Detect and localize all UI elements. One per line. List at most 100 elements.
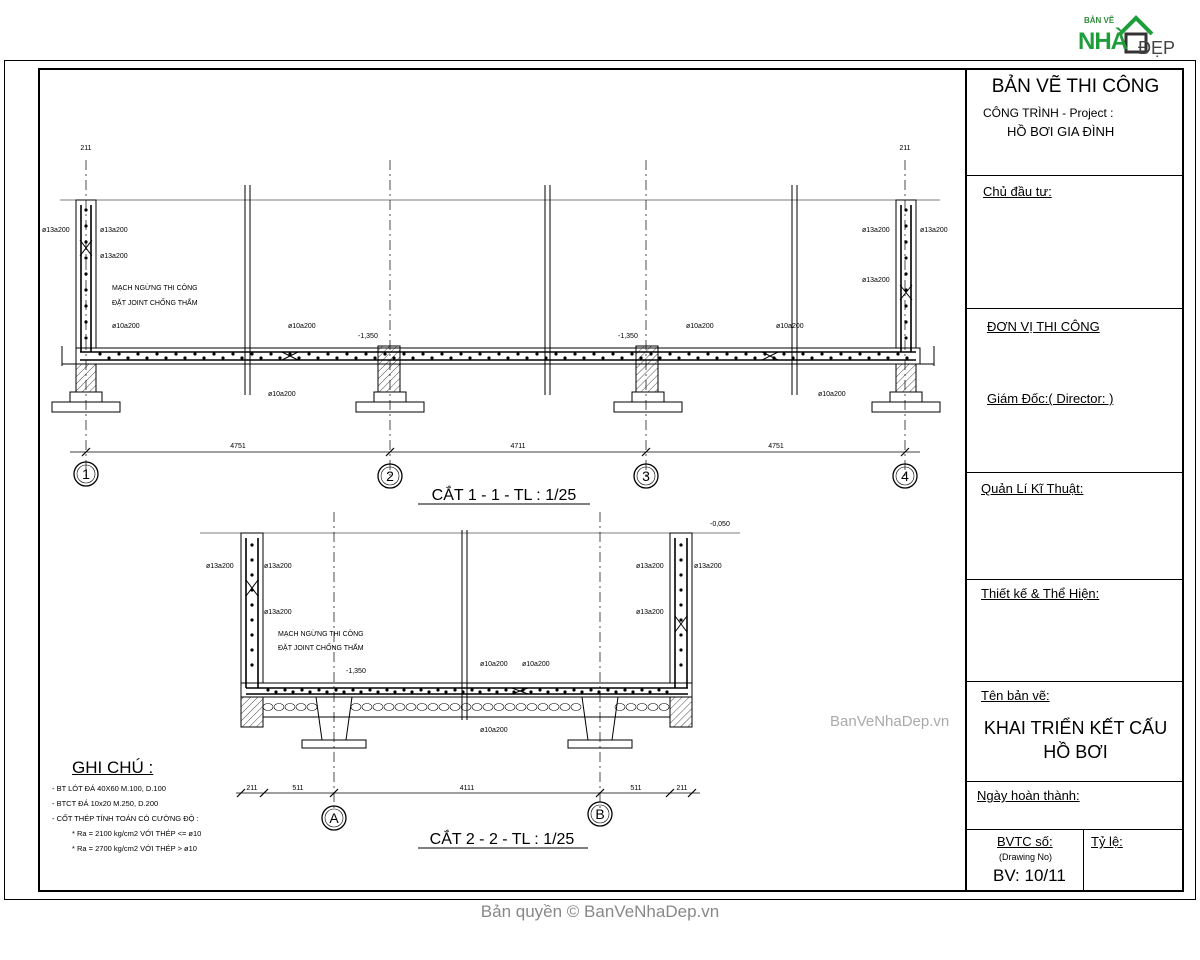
rebar-label: ø10a200 — [686, 323, 714, 330]
rebar-dot — [266, 688, 270, 692]
dim-s2: 211 — [246, 785, 257, 792]
rebar-dot — [829, 356, 833, 360]
rebar-dot — [715, 356, 719, 360]
notes-heading: GHI CHÚ : — [72, 758, 154, 777]
rebar-dot — [538, 688, 542, 692]
rebar-dot — [679, 558, 683, 562]
rebar-dot — [563, 690, 567, 694]
tb-project-name: HỒ BƠI GIA ĐÌNH — [1007, 124, 1115, 139]
tb-director-label: Giám Đốc:( Director: ) — [987, 391, 1114, 406]
rebar-dot — [679, 618, 683, 622]
tb-drawing-name-1: KHAI TRIỂN KẾT CẤU — [983, 718, 1168, 738]
rebar-dot — [597, 690, 601, 694]
rebar-dot — [904, 320, 908, 324]
rebar-dot — [221, 356, 225, 360]
gravel-stone — [647, 703, 659, 711]
rebar-dot — [478, 352, 482, 356]
tb-number-cell: BVTC số: (Drawing No) BV: 10/11 Tỷ lệ: — [967, 830, 1184, 892]
rebar-dot — [470, 688, 474, 692]
section-2-drawing — [200, 512, 740, 810]
tb-project-label: CÔNG TRÌNH - Project : — [983, 106, 1114, 120]
gravel-stone — [284, 703, 296, 711]
rebar-dot — [402, 352, 406, 356]
gravel-stone — [526, 703, 538, 711]
rebar-dot — [155, 352, 159, 356]
rebar-dot — [753, 356, 757, 360]
top-dim-right: 211 — [899, 145, 910, 152]
rebar-dot — [291, 690, 295, 694]
rebar-dot — [573, 352, 577, 356]
section-1-drawing — [51, 160, 941, 480]
rebar-label: ø13a200 — [42, 227, 70, 234]
gravel-stone — [262, 703, 274, 711]
rebar-dot — [250, 648, 254, 652]
tb-drawing-no: BV: 10/11 — [993, 866, 1066, 885]
level-top-label: -0,050 — [710, 521, 730, 528]
logo-nha-text: NHÀ — [1078, 28, 1128, 55]
rebar-label: ø10a200 — [480, 661, 508, 668]
rebar-dot — [631, 690, 635, 694]
rebar-dot — [297, 356, 301, 360]
rebar-dot — [307, 352, 311, 356]
rebar-dot — [84, 224, 88, 228]
rebar-dot — [572, 688, 576, 692]
rebar-label: ø10a200 — [112, 323, 140, 330]
tb-scale-label: Tỷ lệ: — [1091, 834, 1123, 849]
rebar-dot — [772, 356, 776, 360]
rebar-dot — [84, 288, 88, 292]
rebar-dot — [877, 352, 881, 356]
rebar-dot — [839, 352, 843, 356]
rebar-label: ø13a200 — [920, 227, 948, 234]
rebar-dot — [342, 690, 346, 694]
rebar-dot — [300, 688, 304, 692]
rebar-dot — [136, 352, 140, 356]
rebar-dot — [453, 688, 457, 692]
rebar-dot — [193, 352, 197, 356]
drawing-sheet — [4, 60, 1196, 900]
rebar-dot — [240, 356, 244, 360]
rebar-dot — [506, 356, 510, 360]
section-1-title: CẮT 1 - 1 - TL : 1/25 — [432, 485, 577, 504]
rebar-dot — [461, 690, 465, 694]
rebar-dot — [791, 356, 795, 360]
rebar-dot — [183, 356, 187, 360]
rebar-dot — [107, 356, 111, 360]
rebar-dot — [497, 352, 501, 356]
rebar-dot — [430, 356, 434, 360]
rebar-dot — [449, 356, 453, 360]
gravel-stone — [427, 703, 439, 711]
title-block: BẢN VẼ THI CÔNG CÔNG TRÌNH - Project : H… — [965, 68, 1184, 892]
rebar-dot — [325, 690, 329, 694]
rebar-label: ø13a200 — [100, 227, 128, 234]
rebar-dot — [696, 356, 700, 360]
rebar-dot — [383, 352, 387, 356]
rebar-dot — [440, 352, 444, 356]
tb-title-cell: BẢN VẼ THI CÔNG CÔNG TRÌNH - Project : H… — [967, 68, 1184, 176]
rebar-dot — [648, 690, 652, 694]
rebar-dot — [904, 272, 908, 276]
gravel-stone — [471, 703, 483, 711]
rebar-dot — [250, 663, 254, 667]
tb-design-cell: Thiết kế & Thể Hiện: — [967, 580, 1184, 682]
rebar-dot — [904, 336, 908, 340]
grid-label-a: A — [329, 810, 339, 826]
rebar-dot — [269, 352, 273, 356]
gravel-stone — [548, 703, 560, 711]
rebar-dot — [436, 688, 440, 692]
rebar-dot — [640, 688, 644, 692]
rebar-dot — [630, 352, 634, 356]
notes-block: GHI CHÚ : - BT LÓT ĐÁ 40X60 M.100, D.100… — [52, 758, 201, 853]
rebar-dot — [410, 690, 414, 694]
rebar-dot — [495, 690, 499, 694]
rebar-dot — [555, 688, 559, 692]
dim-s2: 511 — [630, 785, 641, 792]
rebar-dot — [867, 356, 871, 360]
section-2-rebar-dots — [250, 543, 683, 694]
rebar-dot — [84, 320, 88, 324]
gravel-stone — [383, 703, 395, 711]
rebar-dot — [679, 573, 683, 577]
top-dim-left: 211 — [80, 145, 91, 152]
rebar-dot — [905, 356, 909, 360]
rebar-dot — [117, 352, 121, 356]
rebar-dot — [250, 603, 254, 607]
